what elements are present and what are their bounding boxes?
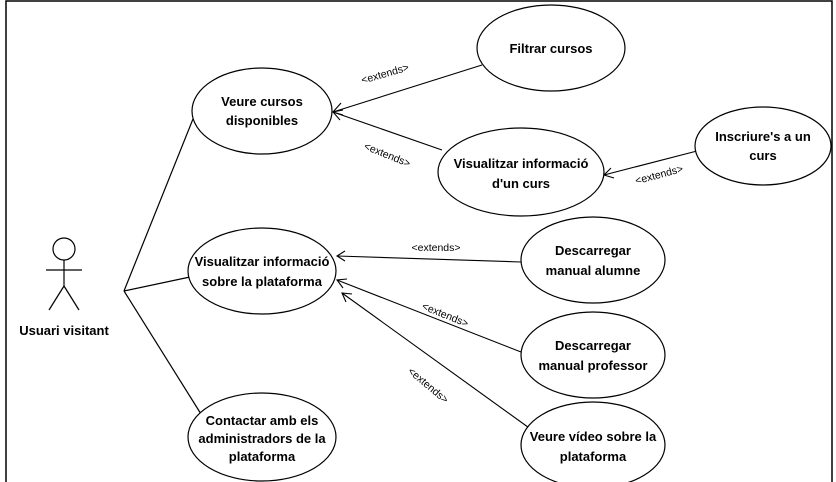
association-contactar bbox=[123, 290, 202, 415]
actor-label: Usuari visitant bbox=[19, 323, 109, 338]
use-case-ellipse bbox=[520, 401, 666, 482]
use-case-label-line: plataforma bbox=[229, 449, 296, 464]
extend-label: <extends> bbox=[405, 365, 450, 406]
use-case-ellipse bbox=[187, 392, 337, 482]
use-case-ellipse bbox=[520, 311, 666, 399]
extend-line bbox=[341, 292, 533, 431]
actor-usuari-visitant: Usuari visitant bbox=[19, 237, 109, 338]
use-case-visualitzar-curs: Visualitzar informació d'un curs bbox=[437, 127, 605, 217]
use-case-label-line: Filtrar cursos bbox=[509, 41, 592, 56]
extend-visualitzar-curs: <extends> bbox=[331, 109, 443, 170]
use-case-label-line: manual alumne bbox=[546, 263, 641, 278]
extend-label: <extends> bbox=[634, 163, 684, 187]
arrowhead-icon bbox=[341, 292, 353, 303]
use-case-label-line: Descarregar bbox=[555, 243, 631, 258]
extend-line bbox=[332, 64, 483, 113]
extend-inscriure: <extends> bbox=[602, 150, 698, 187]
extend-line bbox=[336, 255, 522, 263]
use-case-label-line: Veure cursos bbox=[221, 94, 303, 109]
use-case-veure-cursos: Veure cursos disponibles bbox=[191, 67, 333, 155]
use-case-label-line: plataforma bbox=[560, 449, 627, 464]
use-case-contactar: Contactar amb els administradors de la p… bbox=[187, 392, 337, 482]
extend-label: <extends> bbox=[360, 62, 410, 87]
extend-label: <extends> bbox=[411, 242, 460, 254]
use-case-label-line: Contactar amb els bbox=[206, 413, 319, 428]
use-case-label-line: administradors de la bbox=[198, 431, 326, 446]
actor-head bbox=[52, 237, 76, 261]
use-case-manual-alumne: Descarregar manual alumne bbox=[520, 216, 666, 304]
diagram-frame bbox=[5, 0, 833, 482]
association-veure-cursos bbox=[123, 103, 200, 292]
use-case-ellipse bbox=[476, 4, 626, 92]
use-case-label-line: Veure vídeo sobre la bbox=[530, 429, 657, 444]
extend-line bbox=[332, 111, 443, 151]
use-case-ellipse bbox=[694, 106, 832, 186]
use-case-label-line: d'un curs bbox=[492, 176, 550, 191]
arrowhead-icon bbox=[335, 250, 346, 262]
extend-label: <extends> bbox=[362, 140, 412, 169]
use-case-ellipse bbox=[191, 67, 333, 155]
use-case-label-line: Inscriure's a un bbox=[715, 129, 811, 144]
use-case-ellipse bbox=[437, 127, 605, 217]
extend-filtrar-cursos: <extends> bbox=[332, 62, 483, 116]
extend-line bbox=[336, 279, 522, 353]
use-case-label-line: sobre la plataforma bbox=[202, 274, 323, 289]
association-visualitzar-plataforma bbox=[123, 276, 191, 292]
use-case-label-line: curs bbox=[749, 148, 776, 163]
use-case-label-line: Visualitzar informació bbox=[195, 254, 330, 269]
arrowhead-icon bbox=[335, 278, 348, 289]
use-case-manual-professor: Descarregar manual professor bbox=[520, 311, 666, 399]
extend-manual-alumne: <extends> bbox=[335, 242, 522, 263]
use-case-ellipse bbox=[187, 227, 337, 315]
use-case-label-line: manual professor bbox=[538, 358, 647, 373]
arrowhead-icon bbox=[331, 109, 344, 121]
use-case-ellipse bbox=[520, 216, 666, 304]
use-case-label-line: Visualitzar informació bbox=[454, 156, 589, 171]
use-case-inscriure: Inscriure's a un curs bbox=[694, 106, 832, 186]
actor-left-leg bbox=[48, 285, 65, 311]
extend-line bbox=[603, 150, 698, 176]
use-case-visualitzar-plataforma: Visualitzar informació sobre la platafor… bbox=[187, 227, 337, 315]
extend-manual-professor: <extends> bbox=[335, 278, 522, 353]
actor-right-leg bbox=[63, 285, 80, 311]
use-case-video-plataforma: Veure vídeo sobre la plataforma bbox=[520, 401, 666, 482]
use-case-filtrar-cursos: Filtrar cursos bbox=[476, 4, 626, 92]
use-case-label-line: Descarregar bbox=[555, 338, 631, 353]
use-case-label-line: disponibles bbox=[226, 113, 298, 128]
